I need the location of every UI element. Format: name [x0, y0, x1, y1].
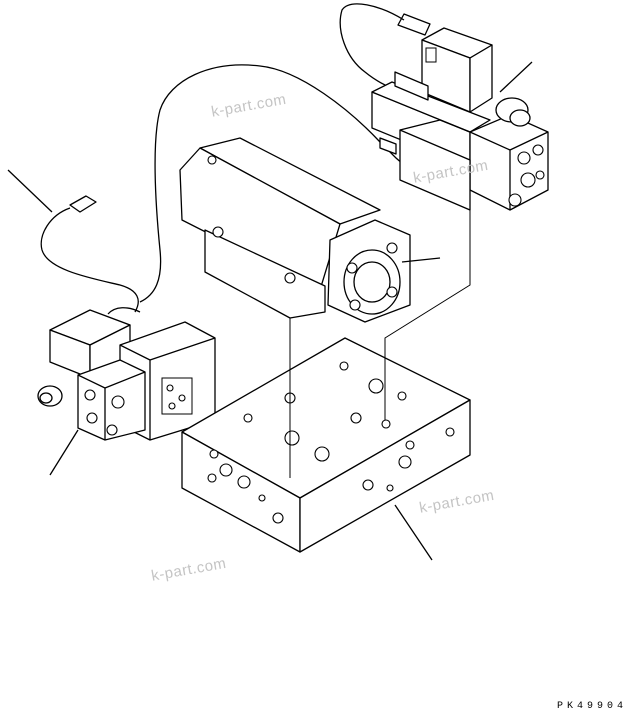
- solenoid-valve-left: [37, 307, 216, 476]
- manifold-block: [181, 210, 471, 561]
- drawing-code: PK49904: [556, 701, 627, 712]
- solenoid-valve-right: [371, 27, 549, 211]
- leader-line: [499, 61, 533, 93]
- left-cable: [7, 169, 139, 313]
- cylinder-unit: [179, 137, 441, 323]
